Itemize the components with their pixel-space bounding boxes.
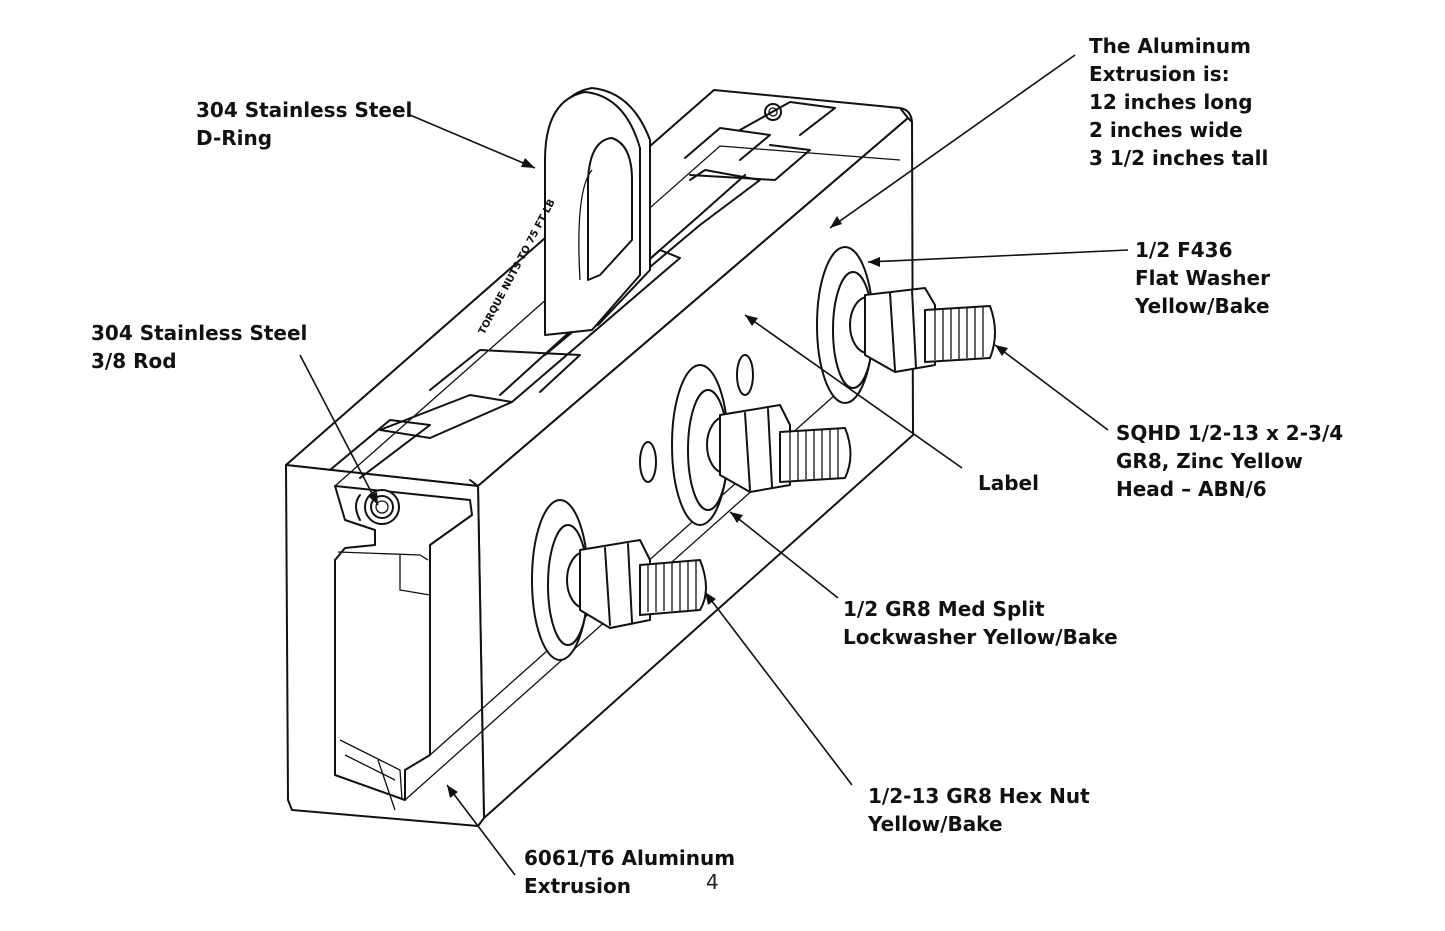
callout-line: 12 inches long xyxy=(1089,90,1253,114)
leader-label xyxy=(744,314,963,469)
callout-d-ring: 304 Stainless Steel D-Ring xyxy=(196,96,412,152)
callout-line: Flat Washer xyxy=(1135,266,1270,290)
leader-d-ring xyxy=(409,114,536,169)
callout-line: Head – ABN/6 xyxy=(1116,477,1267,501)
callout-line: Extrusion is: xyxy=(1089,62,1230,86)
leader-aluminum-extrusion xyxy=(446,784,516,876)
fastener-stack-upper xyxy=(816,246,996,404)
callout-line: GR8, Zinc Yellow xyxy=(1116,449,1303,473)
callout-aluminum-extrusion: 6061/T6 Aluminum Extrusion xyxy=(524,844,735,900)
fastener-stack-middle xyxy=(671,364,852,526)
callout-line: 2 inches wide xyxy=(1089,118,1243,142)
callout-line: 1/2-13 GR8 Hex Nut xyxy=(868,784,1090,808)
callout-line: Label xyxy=(978,471,1039,495)
callout-line: Yellow/Bake xyxy=(1135,294,1270,318)
callout-flat-washer: 1/2 F436 Flat Washer Yellow/Bake xyxy=(1135,236,1270,320)
callout-line: 3/8 Rod xyxy=(91,349,177,373)
callout-line: Lockwasher Yellow/Bake xyxy=(843,625,1118,649)
callout-hex-nut: 1/2-13 GR8 Hex Nut Yellow/Bake xyxy=(868,782,1090,838)
callout-bolt: SQHD 1/2-13 x 2-3/4 GR8, Zinc Yellow Hea… xyxy=(1116,419,1343,503)
callout-label: Label xyxy=(978,469,1039,497)
callout-extrusion-dims: The Aluminum Extrusion is: 12 inches lon… xyxy=(1089,32,1268,172)
leader-rod xyxy=(299,354,379,506)
d-ring: TORQUE NUTS TO 75 FT LB xyxy=(477,87,651,336)
front-face-holes xyxy=(639,354,754,483)
callout-line: 1/2 GR8 Med Split xyxy=(843,597,1045,621)
callout-line: 6061/T6 Aluminum xyxy=(524,846,736,870)
callout-line: The Aluminum xyxy=(1089,34,1251,58)
page-number: 4 xyxy=(706,870,719,894)
leader-bolt xyxy=(994,344,1109,431)
callout-line: 3 1/2 inches tall xyxy=(1089,146,1269,170)
leader-hex-nut xyxy=(704,591,853,786)
leader-flat-washer xyxy=(867,249,1129,263)
callout-rod: 304 Stainless Steel 3/8 Rod xyxy=(91,319,307,375)
callout-line: SQHD 1/2-13 x 2-3/4 xyxy=(1116,421,1344,445)
leader-lines xyxy=(299,54,1129,876)
callout-line: D-Ring xyxy=(196,126,273,150)
callout-line: 304 Stainless Steel xyxy=(91,321,308,345)
leader-lockwasher xyxy=(729,511,839,599)
leader-extrusion-dims xyxy=(829,54,1076,229)
fastener-stack-lower xyxy=(531,499,707,661)
callout-lockwasher: 1/2 GR8 Med Split Lockwasher Yellow/Bake xyxy=(843,595,1118,651)
callout-line: Extrusion xyxy=(524,874,631,898)
callout-line: 1/2 F436 xyxy=(1135,238,1233,262)
callout-line: Yellow/Bake xyxy=(868,812,1003,836)
callout-line: 304 Stainless Steel xyxy=(196,98,413,122)
